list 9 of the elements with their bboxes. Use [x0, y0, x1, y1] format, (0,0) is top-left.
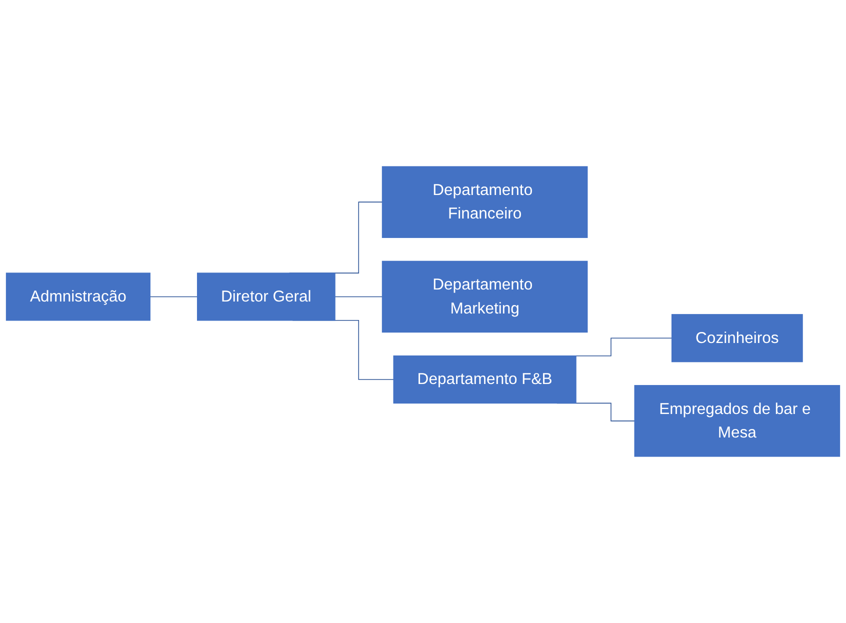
- node-box: Diretor Geral: [196, 272, 336, 321]
- node-box: Departamento Financeiro: [382, 166, 588, 238]
- connector: [150, 296, 198, 298]
- connector: [334, 296, 383, 298]
- node-box: Cozinheiros: [671, 314, 803, 362]
- node-box: Admnistração: [6, 272, 150, 321]
- node-box: Empregados de bar e Mesa: [634, 385, 840, 457]
- node-box: Departamento Marketing: [382, 260, 588, 333]
- node-box: Departamento F&B: [393, 355, 576, 404]
